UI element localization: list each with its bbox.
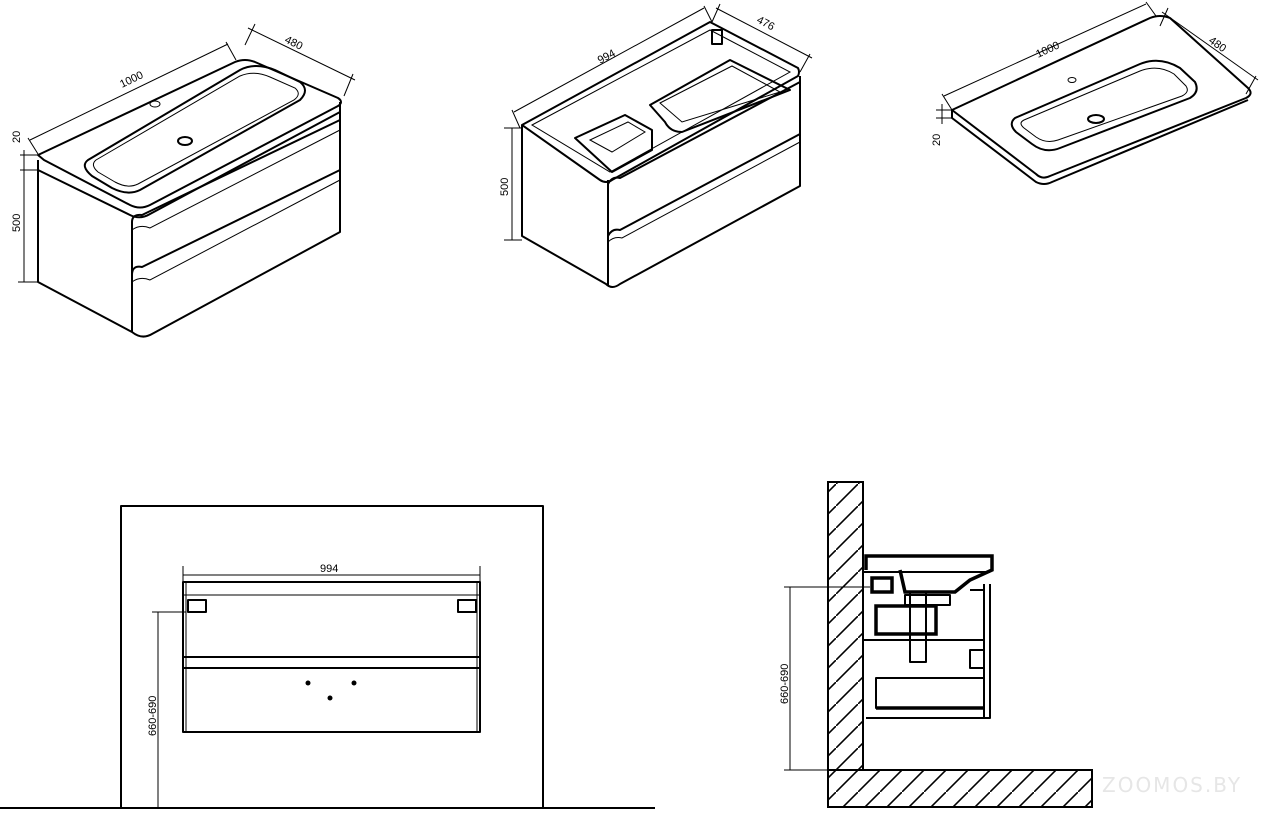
basin-depth-label: 480: [1206, 35, 1228, 55]
basin-thickness-label: 20: [931, 134, 943, 146]
side-section-view: 660-690: [779, 481, 1093, 808]
cabinet-isometric-view: 994 476 500: [499, 3, 813, 288]
vanity-width-label: 1000: [118, 69, 145, 91]
vanity-depth-label: 480: [283, 34, 305, 53]
front-width-label: 994: [320, 563, 338, 575]
cabinet-depth-label: 476: [755, 14, 777, 33]
basin-width-label: 1000: [1034, 39, 1061, 60]
cabinet-height-label: 500: [499, 178, 511, 196]
side-mount-height-label: 660-690: [779, 664, 791, 704]
vanity-top-thickness-label: 20: [11, 131, 23, 143]
cabinet-width-label: 994: [596, 47, 618, 66]
basin-isometric-view: 1000 480 20: [931, 1, 1259, 185]
vanity-height-label: 500: [11, 214, 23, 232]
front-view: 994 660-690: [0, 505, 655, 809]
vanity-isometric-view: 1000 480 20 500: [11, 23, 356, 338]
watermark: ZOOMOS.BY: [1102, 773, 1242, 797]
front-mount-height-label: 660-690: [147, 696, 159, 736]
